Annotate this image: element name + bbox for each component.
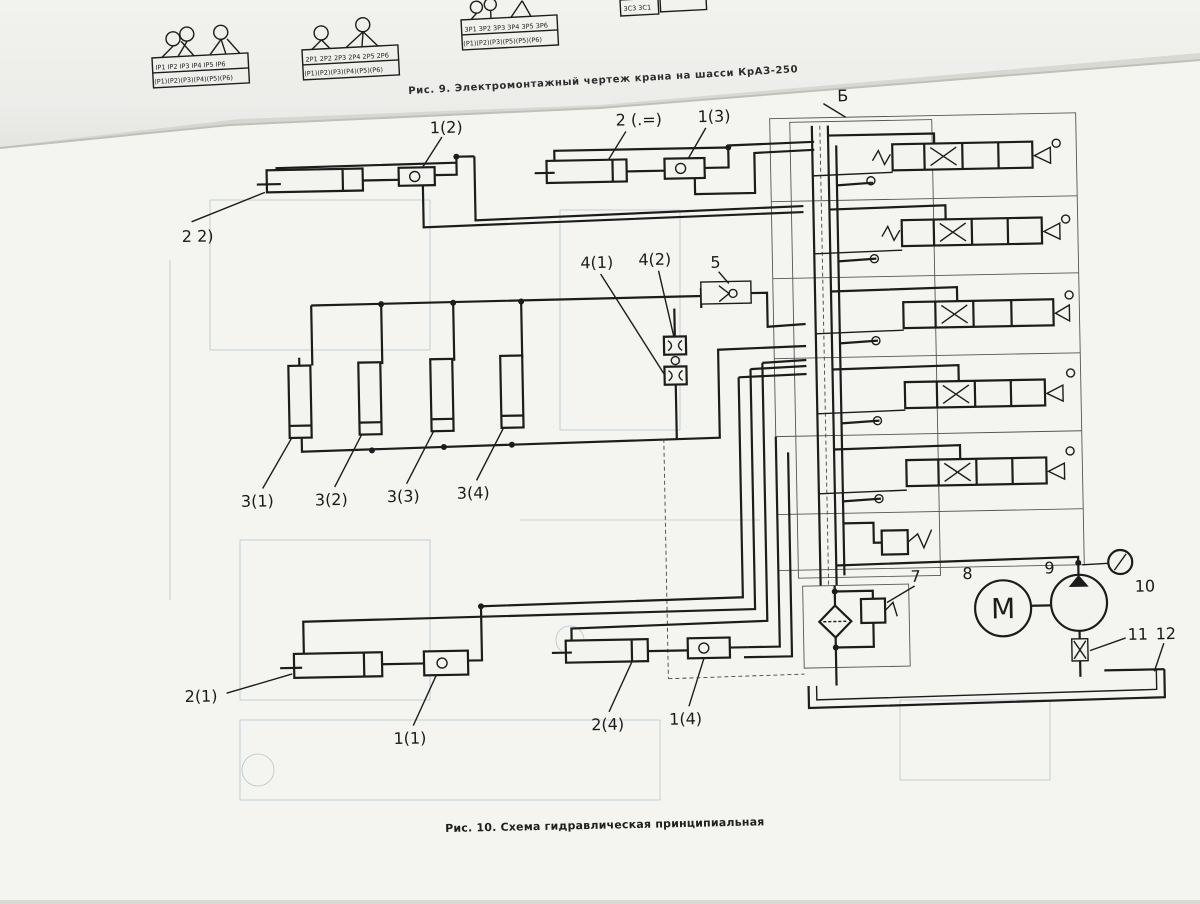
label-2-1: 2(1) (184, 686, 217, 706)
label-3-3: 3(3) (387, 486, 420, 506)
label-3-4: 3(4) (457, 483, 490, 503)
motor-symbol: M (991, 592, 1016, 625)
label-7: 7 (910, 567, 921, 586)
label-3-1: 3(1) (241, 491, 274, 511)
label-10: 10 (1135, 576, 1156, 595)
label-11: 11 (1127, 625, 1148, 644)
label-4-2: 4(2) (638, 250, 671, 270)
throttle-4-2 (664, 336, 686, 354)
label-1-1: 1(1) (393, 728, 426, 748)
throttle-4-1 (664, 366, 686, 384)
outrigger-cylinder-3-2 (358, 362, 381, 434)
frame-6-label: Б (837, 86, 848, 105)
label-12: 12 (1155, 624, 1176, 643)
label-1-4: 1(4) (669, 709, 702, 729)
electric-motor-8: M (975, 580, 1032, 637)
label-8: 8 (962, 564, 973, 583)
label-2-2: 2 2) (182, 226, 214, 246)
outrigger-cylinder-3-4 (500, 355, 523, 427)
label-9: 9 (1044, 558, 1055, 577)
label-4-1: 4(1) (580, 253, 613, 273)
outrigger-cylinder-3-3 (430, 359, 453, 431)
label-2-4: 2(4) (591, 715, 624, 735)
label-1-3: 1(3) (697, 106, 730, 126)
outrigger-cylinder-3-1 (288, 358, 312, 438)
label-5: 5 (710, 253, 721, 272)
label-3-2: 3(2) (315, 490, 348, 510)
label-1-2: 1(2) (430, 118, 463, 138)
label-2-3: 2 (.=) (615, 110, 662, 130)
